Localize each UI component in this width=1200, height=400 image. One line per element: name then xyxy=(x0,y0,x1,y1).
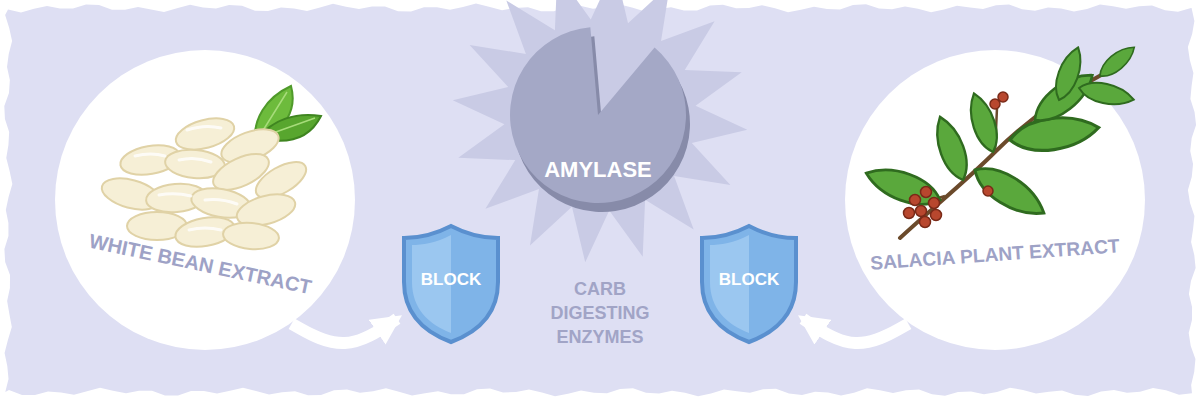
white-circle xyxy=(55,50,355,350)
node-label: BLOCK xyxy=(421,270,481,290)
disc-outline xyxy=(505,25,695,215)
caption-text: CARB DIGESTING ENZYMES xyxy=(530,278,670,350)
block-shield: BLOCK xyxy=(698,222,800,346)
curved-arrow xyxy=(292,319,397,343)
node-label: AMYLASE xyxy=(544,157,652,183)
circle-outline xyxy=(55,50,355,350)
block-shield: BLOCK xyxy=(400,222,502,346)
ingredient-circle: WHITE BEAN EXTRACT xyxy=(55,50,355,350)
enzyme-starburst xyxy=(453,0,748,262)
ingredient-illustration xyxy=(98,86,321,251)
curved-arrow xyxy=(803,319,908,343)
circle-outline xyxy=(845,50,1145,350)
ingredient-circle: SALACIA PLANT EXTRACT xyxy=(845,50,1145,350)
label-holder: CARB DIGESTING ENZYMES xyxy=(530,278,670,350)
node-label: BLOCK xyxy=(719,270,779,290)
shield-body xyxy=(702,226,796,342)
disc-face xyxy=(510,27,686,203)
enzyme-disc: AMYLASE xyxy=(505,25,695,215)
shield-body xyxy=(404,226,498,342)
ingredient-illustration xyxy=(862,41,1140,238)
